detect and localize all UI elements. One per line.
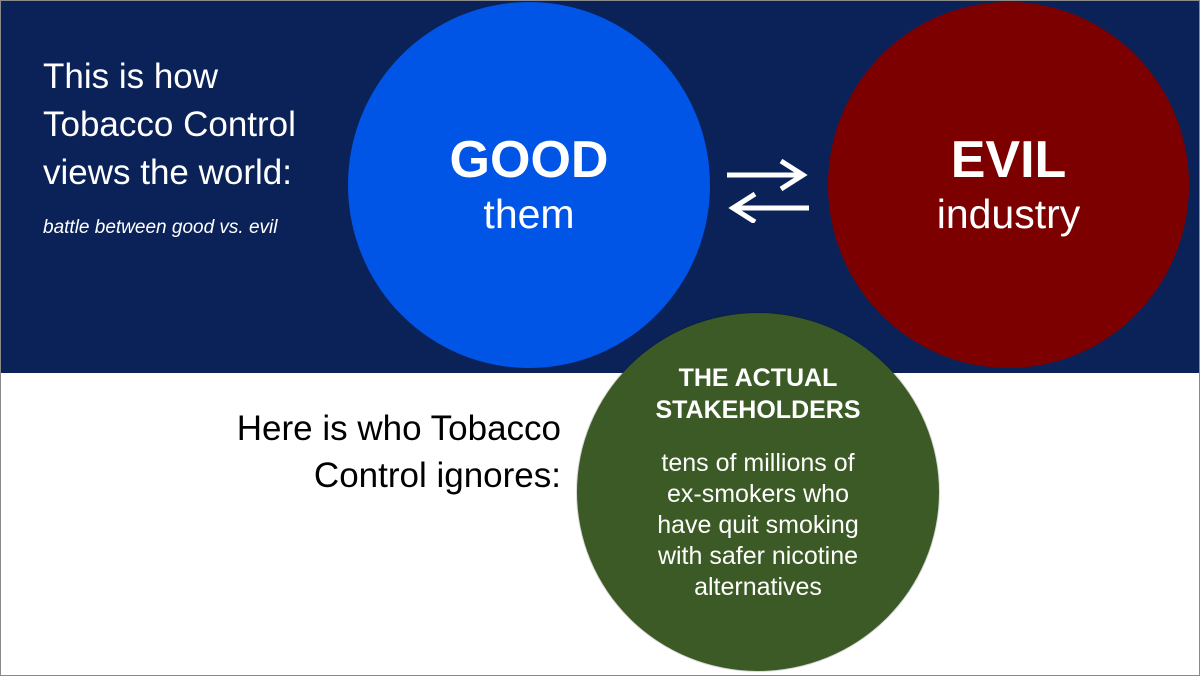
stakeholders-description: tens of millions of ex-smokers who have … <box>657 448 859 603</box>
arrow-right-icon <box>727 158 808 192</box>
stakeholders-title-line-2: STAKEHOLDERS <box>655 395 861 424</box>
arrow-left-icon <box>728 191 809 223</box>
evil-title: EVIL <box>950 131 1067 189</box>
ignores-text: Here is who Tobacco Control ignores: <box>121 405 561 499</box>
stakeholders-title: THE ACTUAL STAKEHOLDERS <box>655 362 860 426</box>
exchange-arrows <box>727 158 809 223</box>
intro-text: This is how Tobacco Control views the wo… <box>43 53 363 197</box>
intro-line-2: Tobacco Control <box>43 105 296 144</box>
good-circle: GOOD them <box>348 2 710 368</box>
evil-subtitle: industry <box>936 191 1081 237</box>
stakeholders-circle: THE ACTUAL STAKEHOLDERS tens of millions… <box>577 313 939 671</box>
stakeholders-desc-line-2: ex-smokers who <box>666 479 849 508</box>
intro-line-3: views the world: <box>43 153 292 192</box>
stakeholders-desc-line-5: alternatives <box>694 572 822 601</box>
ignores-line-2: Control ignores: <box>313 456 561 495</box>
stakeholders-desc-line-3: have quit smoking <box>657 510 859 539</box>
stakeholders-title-line-1: THE ACTUAL <box>678 363 838 392</box>
stakeholders-desc-line-4: with safer nicotine <box>657 541 859 570</box>
ignores-line-1: Here is who Tobacco <box>236 409 561 448</box>
good-subtitle: them <box>483 191 575 237</box>
good-title: GOOD <box>449 131 609 189</box>
stakeholders-desc-line-1: tens of millions of <box>661 448 855 477</box>
intro-line-1: This is how <box>43 57 219 96</box>
evil-circle: EVIL industry <box>828 2 1189 368</box>
intro-subtitle: battle between good vs. evil <box>43 217 278 238</box>
